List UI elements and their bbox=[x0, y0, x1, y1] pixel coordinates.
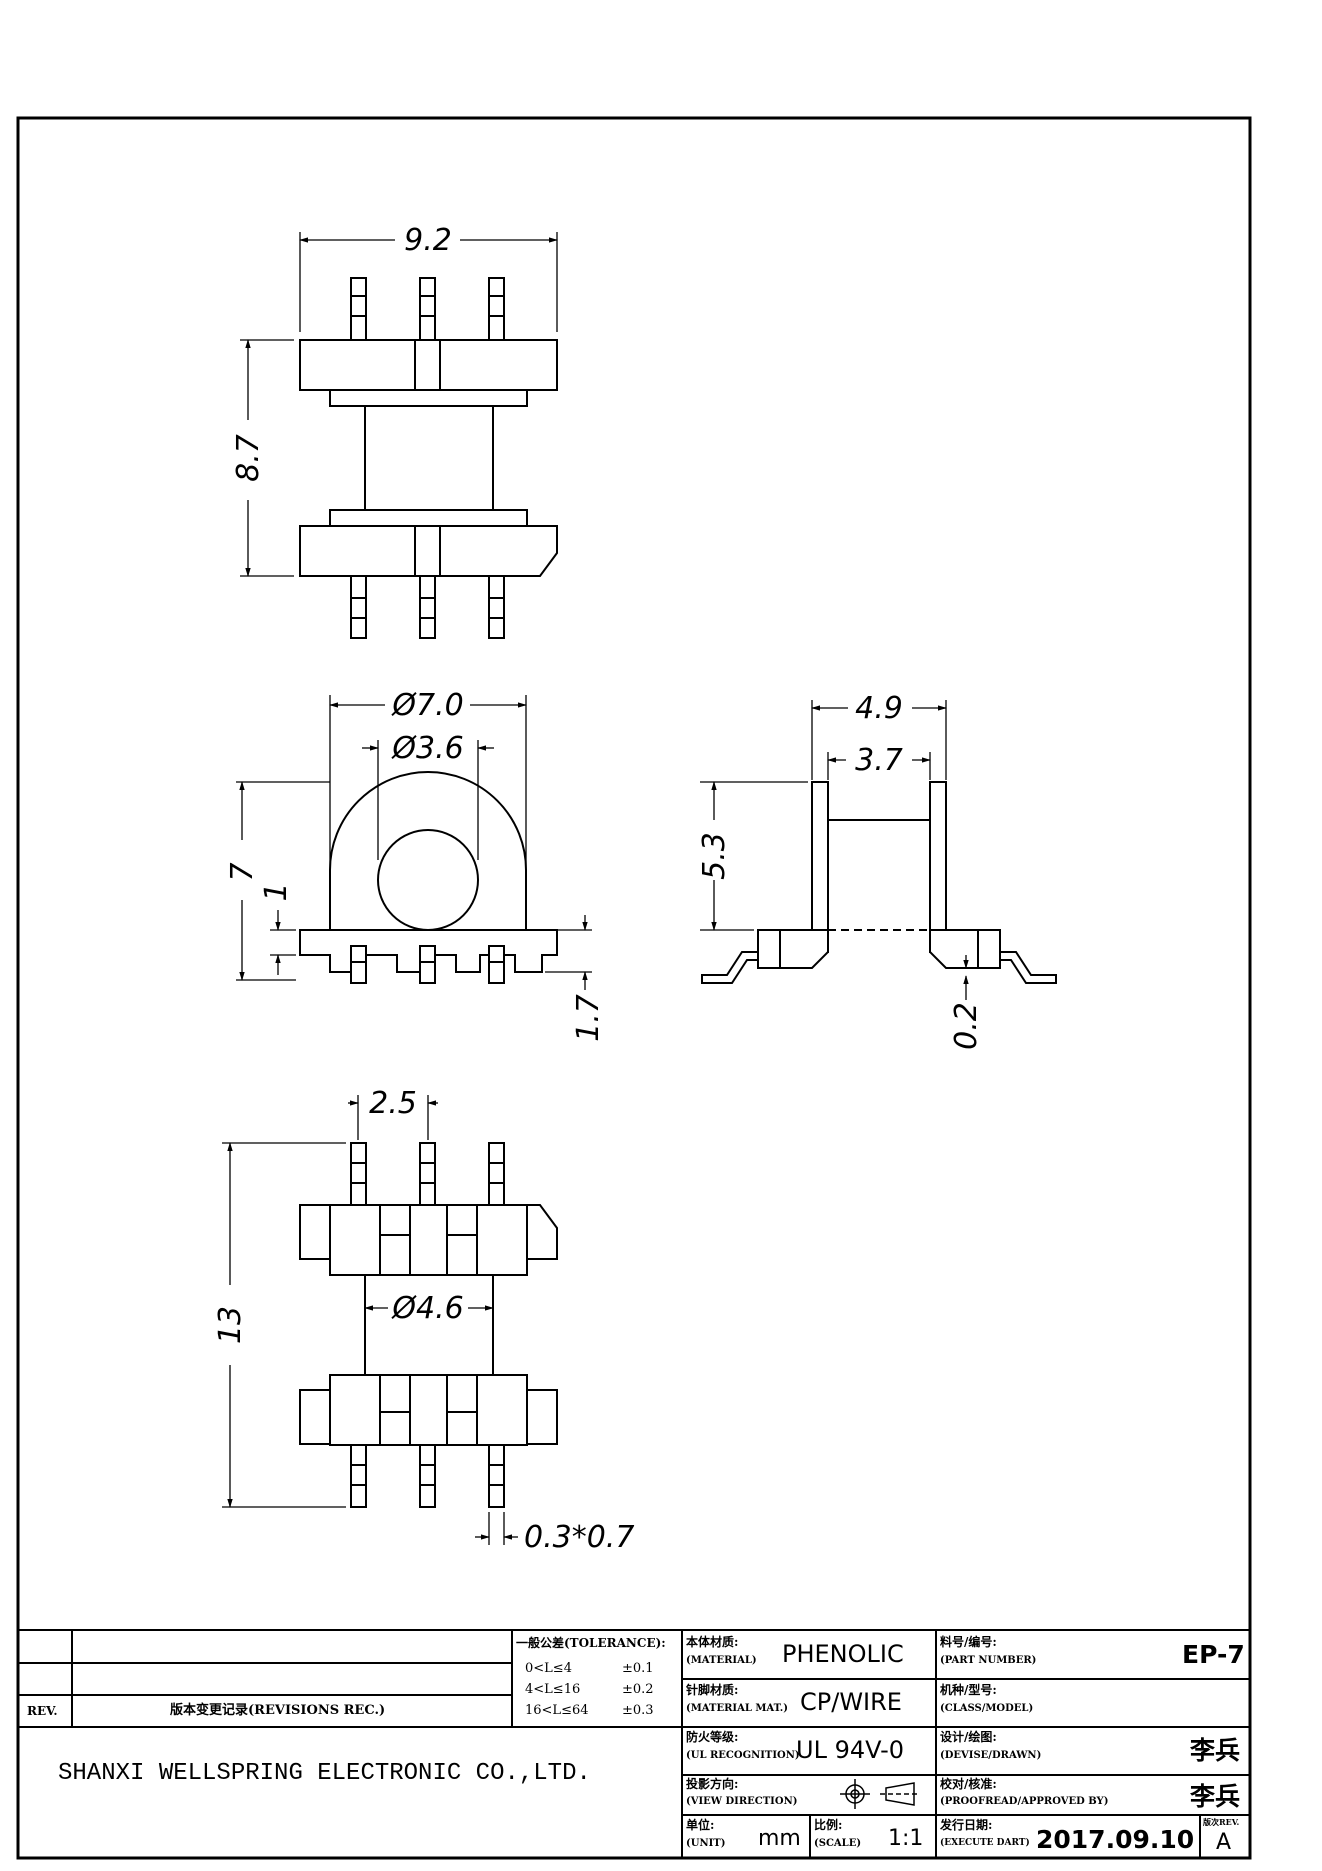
side-dimension-lines bbox=[700, 700, 972, 1000]
date-label-cn: 发行日期: bbox=[940, 1818, 993, 1832]
dim-top-flange: 1 bbox=[259, 882, 294, 901]
dim-bottom-length: 13 bbox=[213, 1306, 248, 1344]
projection-symbol-icon bbox=[840, 1779, 920, 1809]
revisions-label: 版本变更记录(REVISIONS REC.) bbox=[170, 1703, 386, 1718]
top-dimension-lines bbox=[236, 695, 592, 990]
proof-value: 李兵 bbox=[1190, 1782, 1241, 1811]
tolerance-value-1: ±0.1 bbox=[622, 1661, 654, 1676]
tolerance-value-2: ±0.2 bbox=[622, 1682, 654, 1697]
rev-box-value: A bbox=[1216, 1830, 1232, 1855]
view-label-cn: 投影方向: bbox=[686, 1777, 739, 1791]
unit-label-cn: 单位: bbox=[686, 1818, 715, 1832]
material-label-cn: 本体材质: bbox=[686, 1635, 739, 1649]
tolerance-range-3: 16<L≤64 bbox=[525, 1703, 589, 1718]
tolerance-range-2: 4<L≤16 bbox=[525, 1682, 581, 1697]
tolerance-range-1: 0<L≤4 bbox=[525, 1661, 572, 1676]
dim-side-outer: 4.9 bbox=[855, 691, 903, 726]
dim-bottom-core-dia: Ø4.6 bbox=[390, 1291, 463, 1326]
dim-top-pin-height: 1.7 bbox=[571, 994, 606, 1042]
devise-value: 李兵 bbox=[1190, 1736, 1241, 1765]
title-block-grid bbox=[18, 1629, 1250, 1858]
dim-top-height: 7 bbox=[225, 862, 260, 881]
date-label-en: (EXECUTE DART) bbox=[940, 1838, 1030, 1848]
scale-value: 1:1 bbox=[888, 1826, 924, 1851]
part-label-en: (PART NUMBER) bbox=[940, 1655, 1037, 1666]
devise-label-en: (DEVISE/DRAWN) bbox=[940, 1750, 1042, 1761]
fire-value: UL 94V-0 bbox=[796, 1736, 905, 1764]
tolerance-label: 一般公差(TOLERANCE): bbox=[516, 1636, 666, 1650]
pin-material-label-en: (MATERIAL MAT.) bbox=[686, 1703, 788, 1714]
material-value: PHENOLIC bbox=[782, 1640, 904, 1668]
rev-label: REV. bbox=[27, 1704, 58, 1718]
front-view bbox=[299, 277, 558, 639]
bottom-dimension-lines bbox=[222, 1095, 518, 1545]
dim-side-inner: 3.7 bbox=[855, 743, 903, 778]
scale-label-cn: 比例: bbox=[814, 1818, 843, 1832]
date-value: 2017.09.10 bbox=[1036, 1825, 1195, 1854]
dim-top-outer-dia: Ø7.0 bbox=[390, 688, 463, 723]
pin-material-value: CP/WIRE bbox=[800, 1688, 902, 1716]
company-name: SHANXI WELLSPRING ELECTRONIC CO.,LTD. bbox=[58, 1760, 591, 1787]
unit-label-en: (UNIT) bbox=[686, 1838, 726, 1849]
proof-label-en: (PROOFREAD/APPROVED BY) bbox=[940, 1796, 1109, 1807]
proof-label-cn: 校对/核准: bbox=[940, 1777, 997, 1791]
dim-side-pin: 0.2 bbox=[949, 1002, 984, 1050]
dim-front-height: 8.7 bbox=[231, 434, 266, 482]
dim-bottom-pitch: 2.5 bbox=[369, 1086, 417, 1121]
dim-top-inner-dia: Ø3.6 bbox=[390, 731, 463, 766]
side-view bbox=[701, 781, 1057, 984]
dim-side-height: 5.3 bbox=[697, 832, 732, 880]
pin-material-label-cn: 针脚材质: bbox=[686, 1683, 739, 1697]
top-view bbox=[299, 771, 558, 984]
unit-value: mm bbox=[758, 1826, 801, 1851]
rev-box-label: 版次REV. bbox=[1203, 1817, 1240, 1827]
devise-label-cn: 设计/绘图: bbox=[940, 1730, 997, 1744]
class-label-en: (CLASS/MODEL) bbox=[940, 1703, 1034, 1714]
material-label-en: (MATERIAL) bbox=[686, 1655, 757, 1666]
class-label-cn: 机种/型号: bbox=[940, 1683, 997, 1697]
dim-bottom-pin-size: 0.3*0.7 bbox=[524, 1520, 634, 1555]
front-dimension-lines bbox=[240, 232, 558, 577]
dim-front-width: 9.2 bbox=[404, 223, 452, 258]
view-label-en: (VIEW DIRECTION) bbox=[686, 1796, 798, 1807]
bottom-view bbox=[299, 1142, 558, 1508]
tolerance-value-3: ±0.3 bbox=[622, 1703, 654, 1718]
scale-label-en: (SCALE) bbox=[814, 1838, 862, 1849]
part-label-cn: 料号/编号: bbox=[940, 1635, 997, 1649]
fire-label-en: (UL RECOGNITION) bbox=[686, 1750, 800, 1761]
fire-label-cn: 防火等级: bbox=[686, 1730, 739, 1744]
part-value: EP-7 bbox=[1182, 1640, 1245, 1669]
drawing-border bbox=[16, 116, 1252, 1860]
